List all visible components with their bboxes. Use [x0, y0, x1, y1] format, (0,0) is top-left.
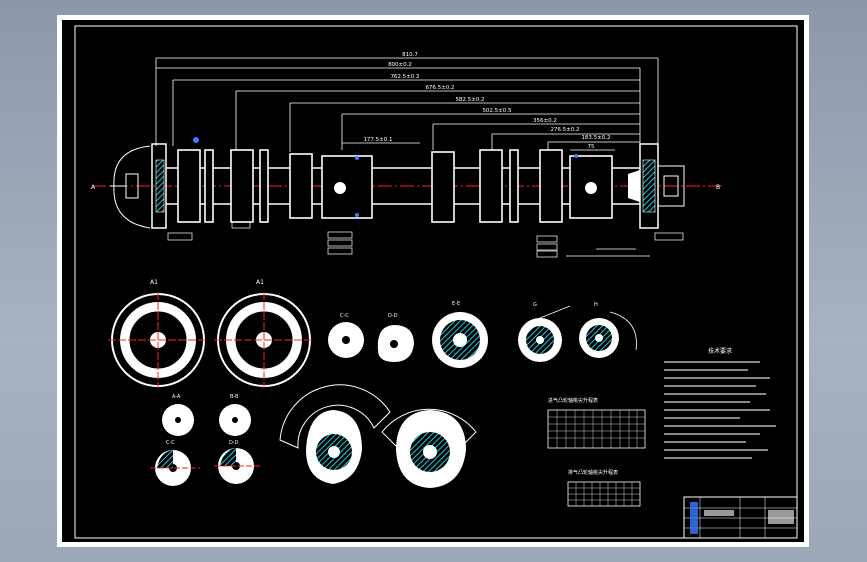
- dim-356: 356±0.2: [533, 118, 557, 124]
- dim-762: 762.5±0.2: [390, 74, 419, 80]
- dim-overall: 810.7: [402, 52, 418, 58]
- bearing-hole-1: [334, 182, 346, 194]
- small-section-d: D-D: [377, 313, 414, 362]
- dim-183: 183.5±0.2: [581, 135, 610, 141]
- cam-lobes: [177, 149, 613, 223]
- cam-profile-intake: [279, 384, 391, 484]
- cam-section-g: H: [579, 302, 637, 358]
- technical-requirements: 技术要求: [664, 347, 776, 459]
- dim-676: 676.5±0.2: [425, 85, 454, 91]
- dimension-lines: [155, 57, 659, 152]
- section-label-2: A1: [256, 279, 264, 286]
- svg-text:E-E: E-E: [452, 301, 460, 307]
- svg-text:G: G: [533, 302, 537, 308]
- marker-right: B: [716, 184, 720, 191]
- lift-table-intake: 进气凸轮轴桃尖升程表: [547, 397, 646, 449]
- title-block: [683, 496, 798, 539]
- svg-text:A-A: A-A: [172, 394, 181, 400]
- callout-boxes: [167, 221, 684, 258]
- dim-177: 177.5±0.1: [363, 137, 392, 143]
- svg-text:C-C: C-C: [166, 440, 175, 446]
- dim-276: 276.5±0.2: [550, 127, 579, 133]
- section-label-1: A1: [150, 279, 158, 286]
- svg-text:D-D: D-D: [388, 313, 398, 319]
- svg-text:技术要求: 技术要求: [708, 347, 732, 355]
- small-section-c: C-C: [328, 313, 364, 358]
- lift-table-exhaust: 排气凸轮轴桃尖升程表: [567, 469, 641, 507]
- cam-profile-exhaust: [381, 408, 477, 488]
- svg-text:排气凸轮轴桃尖升程表: 排气凸轮轴桃尖升程表: [568, 469, 618, 476]
- gear-section-1: A1: [108, 279, 208, 388]
- svg-text:B-B: B-B: [230, 394, 239, 400]
- dim-502: 502.5±0.5: [482, 108, 512, 114]
- left-end-arc: [113, 145, 151, 229]
- svg-text:C-C: C-C: [340, 313, 349, 319]
- dim-582: 582.5±0.2: [455, 97, 484, 103]
- shaft-elevation-view: 810.7 800±0.2 762.5±0.2 676.5±0.2 582.5±…: [91, 52, 722, 258]
- svg-text:D-D: D-D: [229, 440, 239, 446]
- gear-section-2: A1: [214, 279, 314, 388]
- dim-75: 75: [588, 144, 595, 150]
- svg-text:进气凸轮轴桃尖升程表: 进气凸轮轴桃尖升程表: [548, 397, 598, 404]
- marker-left: A: [91, 184, 96, 191]
- svg-text:H: H: [594, 302, 598, 308]
- dim-800: 800±0.2: [388, 62, 412, 68]
- inner-border: [74, 25, 798, 539]
- section-views: A1 A1 C-C D-D E-E: [108, 279, 637, 488]
- bearing-hole-2: [585, 182, 597, 194]
- hollow-section-e: E-E: [432, 301, 488, 368]
- cam-section-f: G: [518, 302, 571, 362]
